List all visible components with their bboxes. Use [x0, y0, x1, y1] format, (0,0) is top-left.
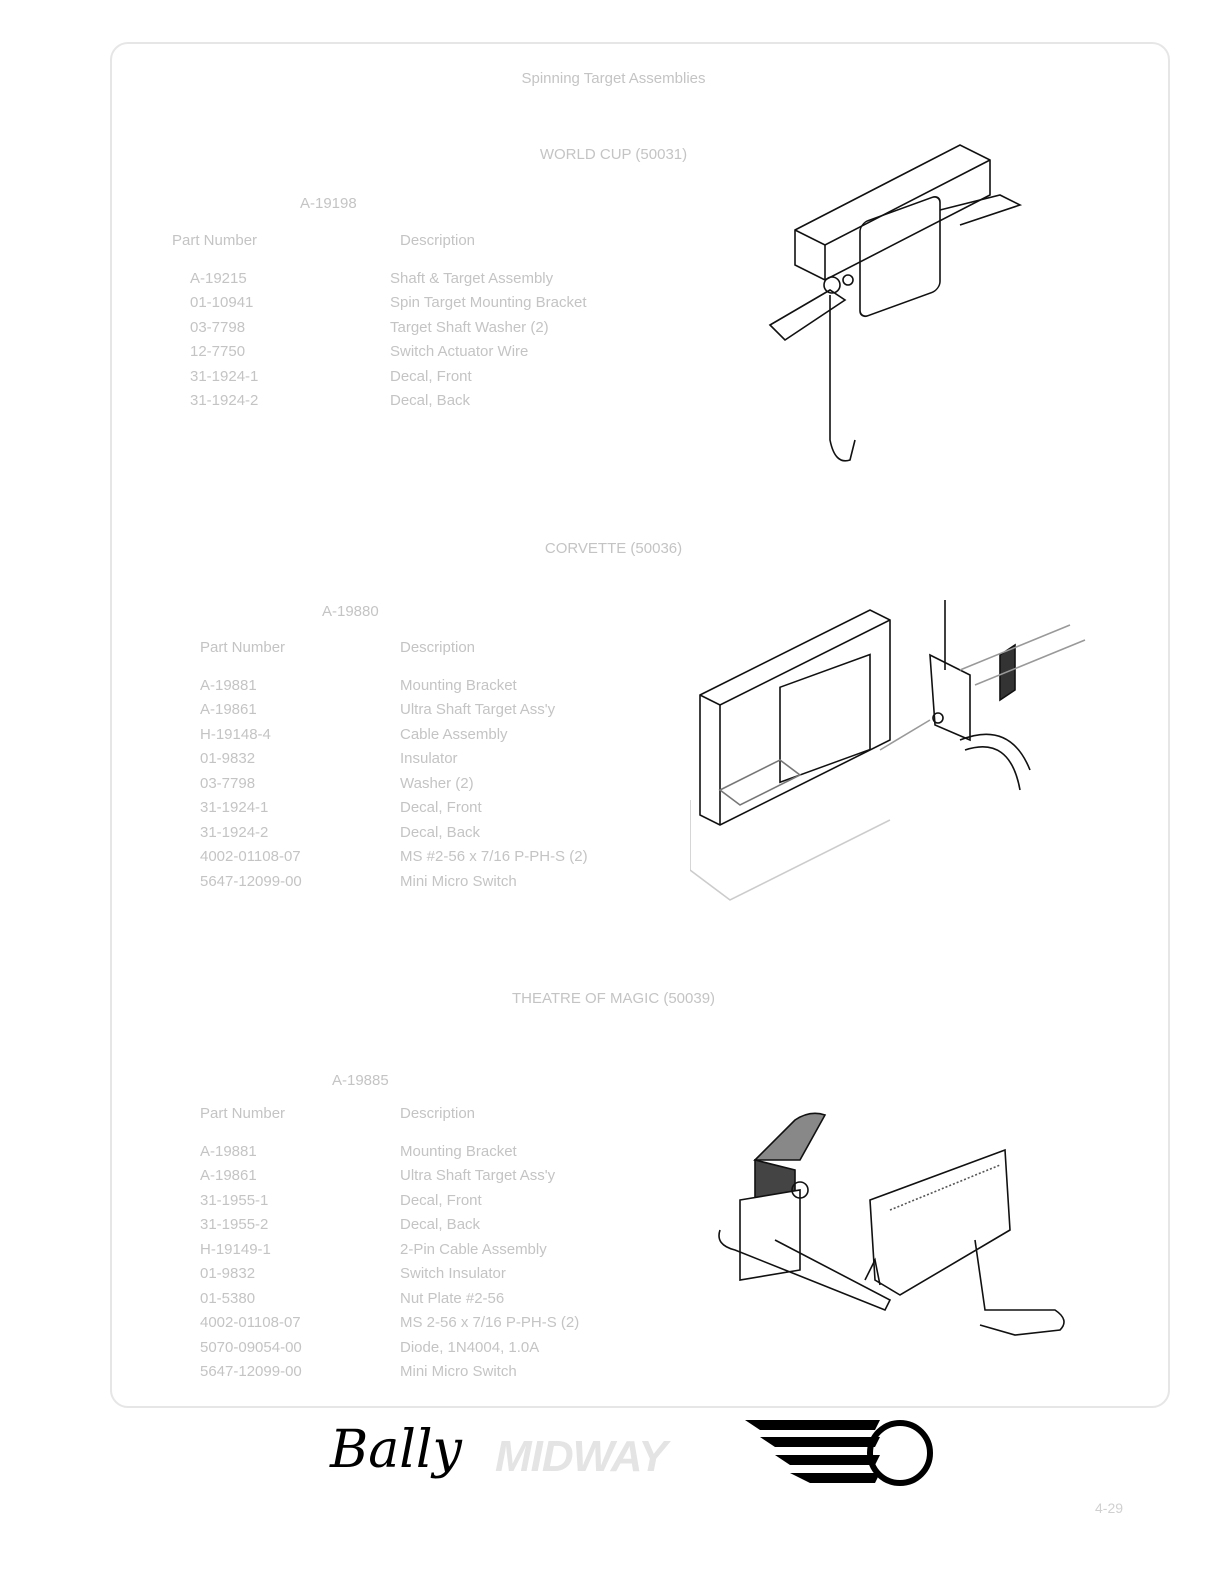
col-part-number: Part Number	[200, 1105, 286, 1122]
part-description: Mini Micro Switch	[400, 872, 517, 890]
table-row: 31-1924-2 Decal, Back	[172, 389, 587, 414]
part-description: Decal, Back	[390, 392, 471, 410]
bally-logo: Bally	[330, 1420, 462, 1480]
world-cup-target-drawing	[768, 144, 1023, 462]
table-row: H-19148-4 Cable Assembly	[200, 722, 588, 747]
part-description: Mounting Bracket	[400, 676, 517, 694]
part-description: Decal, Front	[400, 1191, 482, 1209]
table-row: 31-1955-1 Decal, Front	[200, 1188, 579, 1213]
table-row: 01-9832 Insulator	[200, 747, 588, 772]
assembly-number: A-19880	[322, 603, 379, 620]
section-title-theatre-of-magic: THEATRE OF MAGIC (50039)	[511, 990, 716, 1007]
part-description: Decal, Front	[390, 367, 472, 385]
section-title-world-cup: WORLD CUP (50031)	[539, 146, 688, 163]
part-description: Decal, Back	[400, 823, 481, 841]
part-description: Decal, Front	[400, 799, 482, 817]
assembly-number: A-19885	[332, 1072, 389, 1089]
col-part-number: Part Number	[200, 639, 286, 656]
col-description: Description	[400, 1105, 476, 1122]
part-number: 31-1924-1	[190, 367, 259, 385]
part-number: 03-7798	[200, 774, 256, 792]
part-number: 5647-12099-00	[200, 872, 302, 890]
table-row: 4002-01108-07 MS #2-56 x 7/16 P-PH-S (2)	[200, 845, 588, 870]
part-number: 5647-12099-00	[200, 1363, 302, 1381]
part-number: 01-10941	[190, 294, 254, 312]
part-description: Switch Actuator Wire	[390, 343, 529, 361]
parts-table: Part Number Description A-19881 Mounting B…	[200, 639, 588, 894]
table-row: 01-5380 Nut Plate #2-56	[200, 1286, 579, 1311]
part-number: 12-7750	[190, 343, 246, 361]
table-row: A-19861 Ultra Shaft Target Ass'y	[200, 698, 588, 723]
table-row: 31-1955-2 Decal, Back	[200, 1213, 579, 1238]
part-number: A-19215	[190, 269, 247, 287]
part-number: A-19881	[200, 676, 257, 694]
part-number: H-19149-1	[200, 1240, 271, 1258]
page-number: 4-29	[1095, 1500, 1124, 1516]
col-description: Description	[400, 639, 476, 656]
part-description: Target Shaft Washer (2)	[390, 318, 549, 336]
table-row: 5647-12099-00 Mini Micro Switch	[200, 1360, 579, 1385]
part-description: MS #2-56 x 7/16 P-PH-S (2)	[400, 848, 588, 866]
part-number: A-19861	[200, 701, 257, 719]
theatre-of-magic-target-drawing	[718, 1112, 1065, 1336]
part-description: Shaft & Target Assembly	[390, 269, 554, 287]
table-row: 31-1924-1 Decal, Front	[172, 364, 587, 389]
table-row: A-19215 Shaft & Target Assembly	[172, 266, 587, 291]
table-row: 5647-12099-00 Mini Micro Switch	[200, 869, 588, 894]
part-description: 2-Pin Cable Assembly	[400, 1240, 547, 1258]
midway-logo: MIDWAY	[495, 1432, 668, 1481]
part-number: 5070-09054-00	[200, 1338, 302, 1356]
part-number: H-19148-4	[200, 725, 271, 743]
part-description: MS 2-56 x 7/16 P-PH-S (2)	[400, 1314, 580, 1332]
parts-table: Part Number Description A-19215 Shaft & Ta…	[172, 232, 587, 413]
table-row: 12-7750 Switch Actuator Wire	[172, 340, 587, 365]
part-description: Washer (2)	[400, 774, 474, 792]
table-row: 5070-09054-00 Diode, 1N4004, 1.0A	[200, 1335, 579, 1360]
part-number: 31-1924-2	[200, 823, 269, 841]
assembly-number: A-19198	[300, 195, 357, 212]
table-row: 01-10941 Spin Target Mounting Bracket	[172, 291, 587, 316]
part-description: Diode, 1N4004, 1.0A	[400, 1338, 540, 1356]
part-number: 31-1924-2	[190, 392, 259, 410]
part-description: Mounting Bracket	[400, 1142, 517, 1160]
part-number: 4002-01108-07	[200, 848, 301, 866]
table-row: 01-9832 Switch Insulator	[200, 1262, 579, 1287]
table-row: A-19881 Mounting Bracket	[200, 673, 588, 698]
part-description: Switch Insulator	[400, 1265, 506, 1283]
table-row: A-19881 Mounting Bracket	[200, 1139, 579, 1164]
part-number: 4002-01108-07	[200, 1314, 301, 1332]
part-number: 01-9832	[200, 1265, 256, 1283]
parts-table: Part Number Description A-19881 Mounting B…	[200, 1105, 579, 1384]
table-row: 31-1924-1 Decal, Front	[200, 796, 588, 821]
col-part-number: Part Number	[172, 232, 258, 249]
part-description: Insulator	[400, 750, 458, 768]
table-row: A-19861 Ultra Shaft Target Ass'y	[200, 1164, 579, 1189]
col-description: Description	[400, 232, 476, 249]
table-row: 31-1924-2 Decal, Back	[200, 820, 588, 845]
section-title-corvette: CORVETTE (50036)	[544, 540, 683, 557]
corvette-target-drawing	[690, 600, 1086, 901]
part-description: Mini Micro Switch	[400, 1363, 517, 1381]
part-description: Nut Plate #2-56	[400, 1289, 505, 1307]
part-number: 31-1924-1	[200, 799, 269, 817]
table-row: 4002-01108-07 MS 2-56 x 7/16 P-PH-S (2)	[200, 1311, 579, 1336]
part-description: Ultra Shaft Target Ass'y	[400, 1167, 556, 1185]
part-description: Ultra Shaft Target Ass'y	[400, 701, 556, 719]
page-title: Spinning Target Assemblies	[521, 70, 706, 87]
table-row: 03-7798 Washer (2)	[200, 771, 588, 796]
part-number: 03-7798	[190, 318, 246, 336]
part-number: 01-5380	[200, 1289, 256, 1307]
table-row: H-19149-1 2-Pin Cable Assembly	[200, 1237, 579, 1262]
midway-emblem-icon	[745, 1420, 933, 1486]
page-border	[110, 42, 1170, 1408]
part-number: A-19881	[200, 1142, 257, 1160]
part-description: Spin Target Mounting Bracket	[390, 294, 587, 312]
part-number: 31-1955-1	[200, 1191, 269, 1209]
table-row: 03-7798 Target Shaft Washer (2)	[172, 315, 587, 340]
part-description: Decal, Back	[400, 1216, 481, 1234]
part-number: 01-9832	[200, 750, 256, 768]
part-description: Cable Assembly	[400, 725, 508, 743]
part-number: A-19861	[200, 1167, 257, 1185]
part-number: 31-1955-2	[200, 1216, 269, 1234]
